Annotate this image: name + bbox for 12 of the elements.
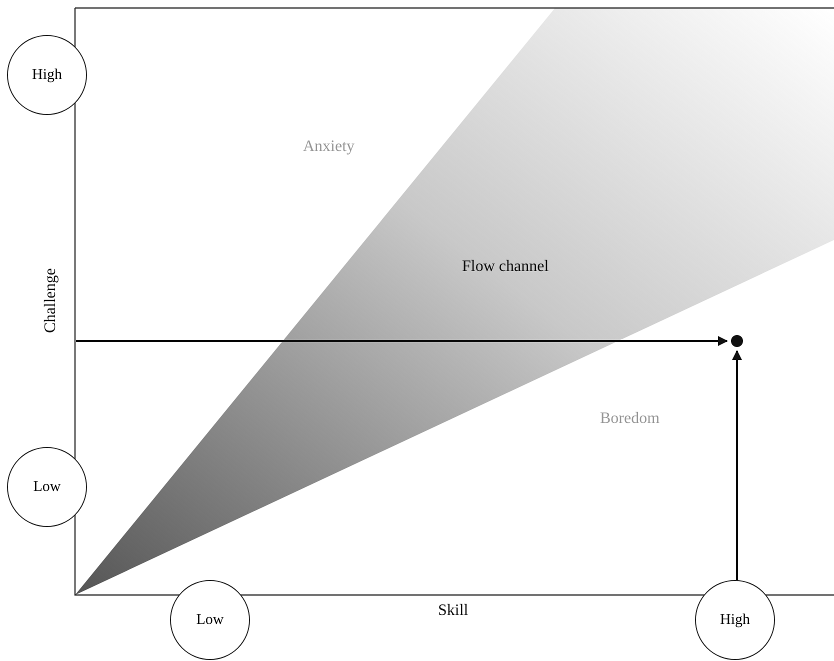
- level-circle: High: [695, 580, 775, 660]
- arrow: [732, 350, 742, 581]
- region-label: Anxiety: [303, 138, 355, 156]
- level-circle: Low: [7, 447, 87, 527]
- arrow: [76, 336, 728, 346]
- region-label: Flow channel: [462, 258, 549, 276]
- axis-title: Skill: [438, 602, 468, 620]
- level-circle: High: [7, 35, 87, 115]
- level-circle: Low: [170, 580, 250, 660]
- region-label: Boredom: [600, 410, 660, 428]
- point-marker: [731, 335, 743, 347]
- axis-title: Challenge: [42, 268, 60, 332]
